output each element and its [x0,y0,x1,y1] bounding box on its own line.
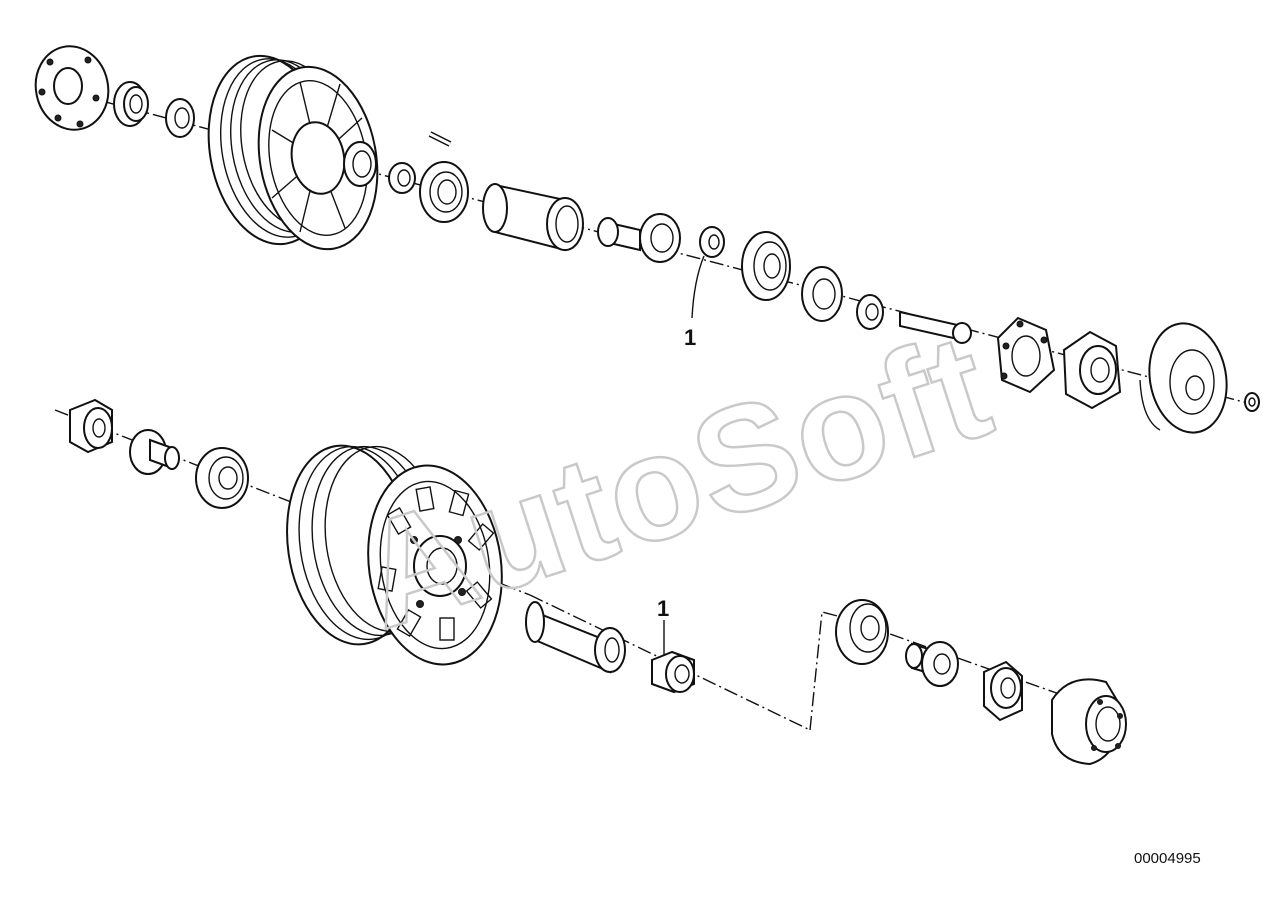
seal-ring-2 [801,266,843,322]
ball-bearing-1 [419,161,469,223]
lower-sleeve [525,601,626,674]
lower-ball-bearing-2 [835,599,889,665]
lower-spacer [651,650,695,694]
lower-nut-cap [1051,678,1127,766]
lower-end-cap [69,398,113,454]
lower-ball-bearing-1 [195,447,249,509]
seal-ring-1 [165,98,195,138]
small-flanged-ring [856,294,884,330]
document-number: 00004995 [1134,850,1201,867]
flanged-bushing [597,213,681,263]
flange-plate [34,45,110,131]
lower-pulley [286,444,503,666]
washer-1 [699,226,725,258]
pin [428,131,452,147]
callout-1-lower: 1 [657,596,669,621]
callout-leader-upper [691,255,705,319]
shaft [899,310,972,344]
bushing-1 [113,81,149,127]
ball-bearing-2 [741,231,791,301]
small-pulley [1139,322,1228,434]
sleeve-tube [482,183,584,252]
bearing-housing [1062,330,1122,410]
nut-upper [1244,392,1260,412]
lower-flanged-bushing-2 [905,641,959,687]
spacer-1 [388,162,416,194]
mounting-plate [996,316,1056,394]
watermark-text: AutoSoft [340,300,1009,660]
upper-pulley [207,54,379,251]
callout-1-upper: 1 [684,325,696,350]
lower-seal-ring [983,660,1023,722]
lower-flanged-bushing [129,429,180,475]
